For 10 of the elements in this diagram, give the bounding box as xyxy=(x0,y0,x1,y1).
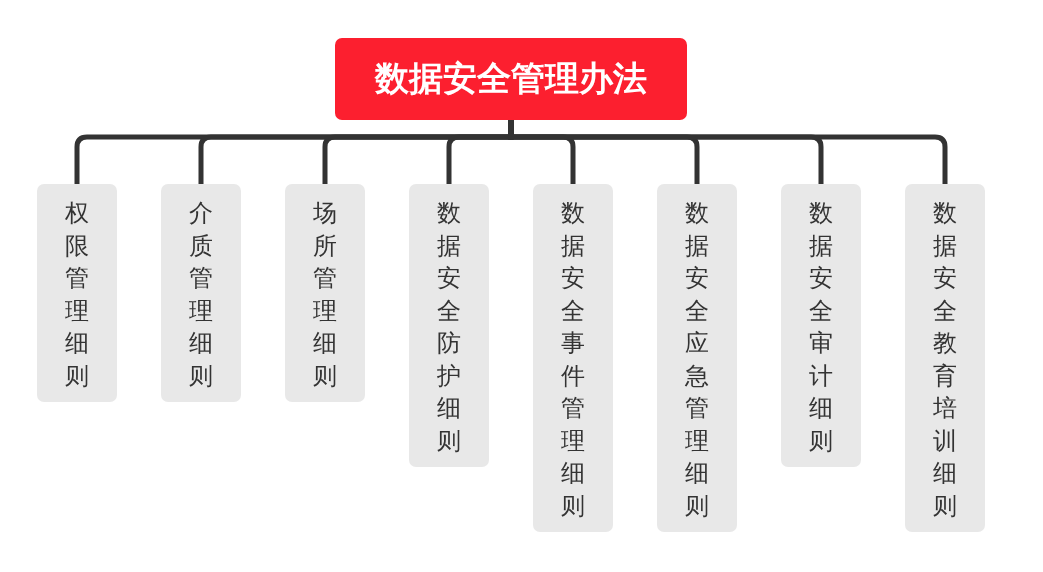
topic-box: 数据安全审计细则 xyxy=(781,184,861,467)
topic-box: 数据安全教育培训细则 xyxy=(905,184,985,532)
topic-box: 权限管理细则 xyxy=(37,184,117,402)
topic-box: 数据安全事件管理细则 xyxy=(533,184,613,532)
topic-box: 介质管理细则 xyxy=(161,184,241,402)
topic-box: 数据安全应急管理细则 xyxy=(657,184,737,532)
title-box: 数据安全管理办法 xyxy=(335,38,687,120)
connector-line xyxy=(508,120,948,184)
topic-box: 场所管理细则 xyxy=(285,184,365,402)
topic-box: 数据安全防护细则 xyxy=(409,184,489,467)
